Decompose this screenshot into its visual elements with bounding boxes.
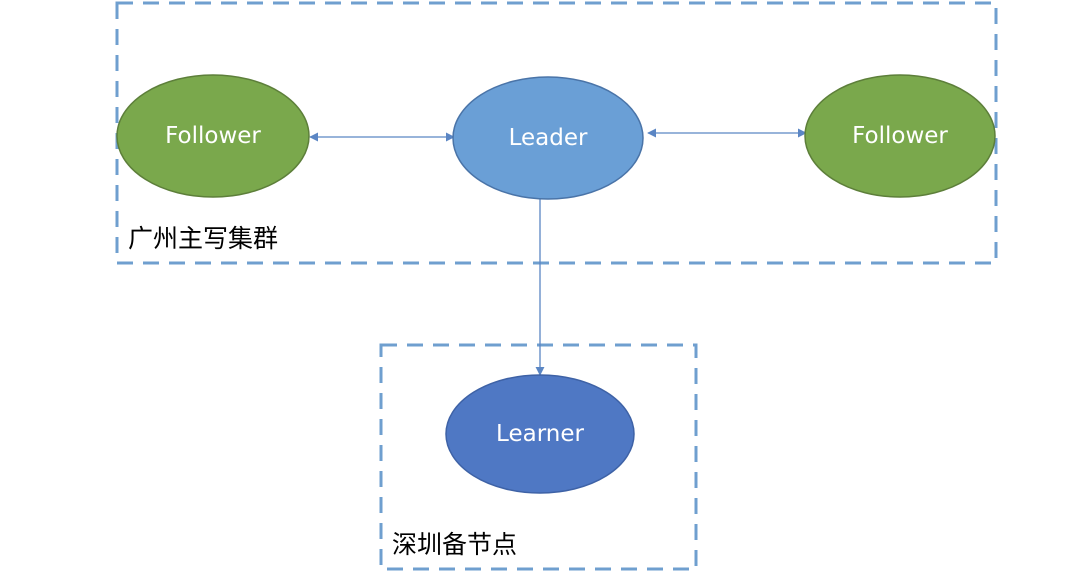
node-learner: Learner xyxy=(445,374,635,494)
node-follower-left-label: Follower xyxy=(165,123,261,149)
group-shenzhen-label: 深圳备节点 xyxy=(392,530,517,559)
node-follower-left-shape xyxy=(116,74,310,198)
group-shenzhen-border xyxy=(379,343,698,571)
group-shenzhen: 深圳备节点 xyxy=(379,343,698,571)
group-guangzhou-label: 广州主写集群 xyxy=(128,224,278,253)
node-follower-left: Follower xyxy=(116,74,310,198)
node-leader-shape xyxy=(452,76,644,200)
node-follower-right-label: Follower xyxy=(852,123,948,149)
node-follower-right-shape xyxy=(804,74,996,198)
node-leader: Leader xyxy=(452,76,644,200)
node-learner-shape xyxy=(445,374,635,494)
node-learner-label: Learner xyxy=(496,421,584,447)
node-leader-label: Leader xyxy=(509,125,588,151)
node-follower-right: Follower xyxy=(804,74,996,198)
